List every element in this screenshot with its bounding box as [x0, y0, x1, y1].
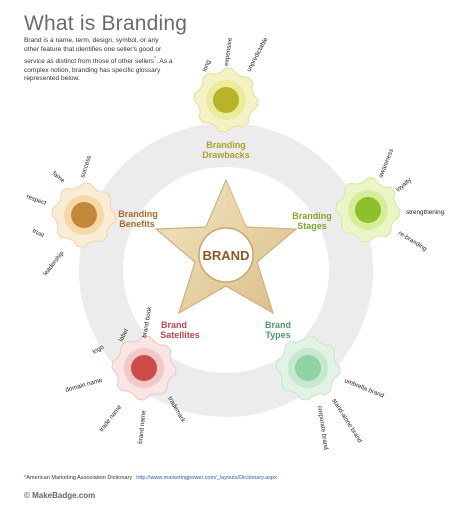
term-stand-alone-brand: stand-alone brand: [330, 397, 363, 444]
term-corporate-brand: corporate brand: [316, 405, 329, 450]
intro-footnote-marker: *: [154, 55, 157, 62]
term-expensive: expensive: [223, 37, 234, 67]
term-brand-book: brand book: [141, 305, 154, 338]
intro-definition: Brand is a name, term, design, symbol, o…: [24, 37, 162, 65]
footnote-marker: *: [24, 475, 27, 481]
drawbacks-title-2: Drawbacks: [202, 150, 250, 160]
term-long: long: [201, 59, 212, 73]
drawbacks-title-1: Branding: [206, 140, 246, 150]
term-umbrella-brand: umbrella brand: [343, 377, 385, 399]
stages-gear: [335, 177, 401, 243]
term-trade-name: trade name: [98, 403, 123, 433]
term-domain-name: domain name: [65, 377, 104, 394]
satellites-title-1: Brand: [161, 320, 187, 330]
footnote-url[interactable]: http://www.marketingpower.com/_layouts/D…: [136, 475, 277, 481]
term-fame: fame: [51, 170, 67, 185]
term-loyalty: loyalty: [395, 176, 414, 193]
brand-circle: [198, 227, 254, 283]
benefits-title-1: Branding: [118, 209, 158, 219]
term-strengthening: strengthening: [406, 209, 445, 216]
types-gear: [275, 335, 341, 401]
stages-title-1: Branding: [292, 211, 332, 221]
types-title-2: Types: [265, 330, 290, 340]
term-respect: respect: [25, 193, 47, 207]
footnote: *American Marketing Association Dictiona…: [24, 475, 277, 481]
term-trust: trust: [31, 228, 45, 240]
term-leadership: leadership: [42, 250, 66, 278]
intro-continuation: . As a complex notion, branding has spec…: [24, 57, 173, 83]
term-unpredictable: unpredictable: [246, 36, 270, 73]
intro-text: Brand is a name, term, design, symbol, o…: [24, 37, 174, 84]
satellites-title-2: Satellites: [160, 330, 200, 340]
background-ring: [79, 123, 373, 417]
satellites-gear: [111, 335, 177, 401]
term-success: success: [79, 155, 93, 179]
types-title-1: Brand: [265, 320, 291, 330]
term-awareness: awareness: [377, 148, 395, 179]
benefits-title-2: Benefits: [119, 219, 155, 229]
term-re-branding: re-branding: [397, 230, 428, 253]
term-brand-name: brand name: [137, 410, 148, 445]
copyright: © MakeBadge.com: [24, 491, 96, 500]
benefits-gear: [51, 182, 117, 248]
footnote-source: American Marketing Association Dictionar…: [26, 475, 133, 481]
drawbacks-gear: [193, 67, 259, 133]
stages-title-2: Stages: [297, 221, 327, 231]
page-title: What is Branding: [24, 12, 188, 35]
brand-label: BRAND: [203, 248, 250, 263]
